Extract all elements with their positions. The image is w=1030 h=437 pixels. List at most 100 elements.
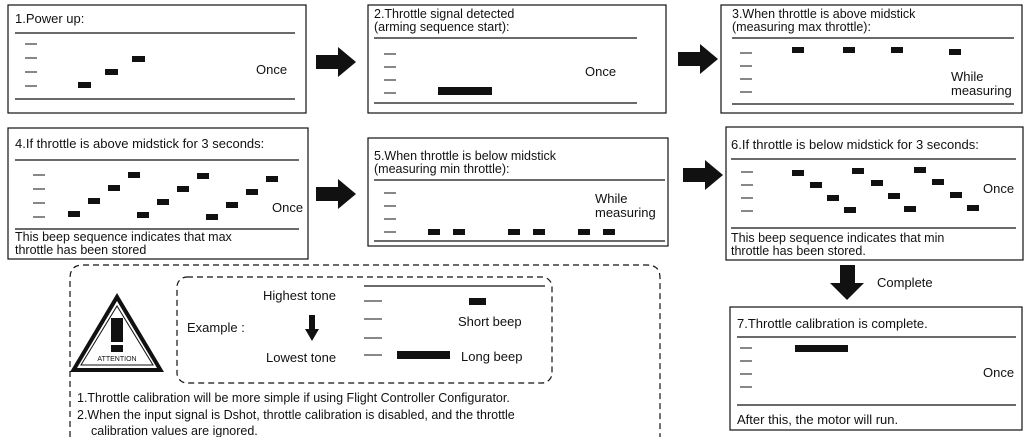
beep bbox=[197, 173, 209, 179]
example-label: Example : bbox=[187, 320, 245, 335]
step-3-frame bbox=[720, 4, 1023, 114]
beep bbox=[108, 185, 120, 191]
step-3-title-line-1: 3.When throttle is above midstick bbox=[732, 7, 916, 21]
step-1-once-label: Once bbox=[256, 62, 287, 77]
step-3-beeps bbox=[792, 47, 961, 55]
step-3-title-line-2: (measuring max throttle): bbox=[732, 20, 871, 34]
step-6-tone-ticks bbox=[741, 171, 753, 212]
note-line-2: 2.When the input signal is Dshot, thrott… bbox=[77, 408, 515, 422]
step-3-while-label: While bbox=[951, 69, 984, 84]
beep bbox=[949, 49, 961, 55]
beep bbox=[206, 214, 218, 220]
beep bbox=[105, 69, 118, 75]
step-3-measuring-label: measuring bbox=[951, 83, 1012, 98]
dashed-outer-frame bbox=[69, 264, 661, 437]
step-6-title: 6.If throttle is below midstick for 3 se… bbox=[731, 137, 979, 152]
long-beep-sample bbox=[397, 351, 450, 359]
long-beep bbox=[438, 87, 492, 95]
beep bbox=[891, 47, 903, 53]
beep bbox=[453, 229, 465, 235]
step-4-title: 4.If throttle is above midstick for 3 se… bbox=[15, 136, 264, 151]
beep bbox=[78, 82, 91, 88]
beep bbox=[810, 182, 822, 188]
arrow-right-icon bbox=[316, 179, 356, 209]
step-7-title: 7.Throttle calibration is complete. bbox=[737, 316, 928, 331]
long-beep bbox=[795, 345, 848, 352]
beep bbox=[914, 167, 926, 173]
step-1-power-up: 1.Power up: Once bbox=[7, 4, 307, 114]
step-5-measuring-label: measuring bbox=[595, 205, 656, 220]
step-1-title: 1.Power up: bbox=[15, 11, 84, 26]
short-beep-sample bbox=[469, 298, 486, 305]
beep bbox=[852, 168, 864, 174]
note-line-3: calibration values are ignored. bbox=[91, 424, 258, 437]
beep bbox=[827, 195, 839, 201]
arrow-right-icon bbox=[678, 44, 718, 74]
arrow-right-icon bbox=[316, 47, 356, 77]
step-6-min-stored: 6.If throttle is below midstick for 3 se… bbox=[725, 126, 1024, 261]
beep bbox=[932, 179, 944, 185]
step-1-frame bbox=[7, 4, 307, 114]
lowest-tone-label: Lowest tone bbox=[266, 350, 336, 365]
beep bbox=[428, 229, 440, 235]
complete-label: Complete bbox=[877, 275, 933, 290]
beep bbox=[137, 212, 149, 218]
step-5-measuring-min: 5.When throttle is below midstick (measu… bbox=[367, 137, 669, 247]
legend-notes-panel: ATTENTION Example : Highest tone Lowest … bbox=[69, 264, 661, 437]
attention-text: ATTENTION bbox=[97, 356, 136, 363]
note-line-1: 1.Throttle calibration will be more simp… bbox=[77, 391, 510, 405]
beep bbox=[843, 47, 855, 53]
step-7-once-label: Once bbox=[983, 365, 1014, 380]
step-3-tone-ticks bbox=[740, 52, 752, 93]
beep bbox=[88, 198, 100, 204]
arrow-down-icon bbox=[305, 329, 319, 341]
step-6-caption-line-1: This beep sequence indicates that min bbox=[731, 231, 944, 245]
beep bbox=[157, 199, 169, 205]
beep bbox=[950, 192, 962, 198]
step-5-title-line-1: 5.When throttle is below midstick bbox=[374, 149, 557, 163]
arrow-down-shaft bbox=[309, 315, 315, 330]
step-7-tone-ticks bbox=[740, 347, 752, 388]
step-2-title-line-1: 2.Throttle signal detected bbox=[374, 7, 514, 21]
beep bbox=[578, 229, 590, 235]
beep bbox=[246, 189, 258, 195]
beep bbox=[844, 207, 856, 213]
step-1-tone-ticks bbox=[25, 43, 37, 87]
beep bbox=[904, 206, 916, 212]
step-4-caption-line-2: throttle has been stored bbox=[15, 243, 146, 257]
step-2-arming: 2.Throttle signal detected (arming seque… bbox=[367, 4, 667, 114]
beep bbox=[177, 186, 189, 192]
step-2-title-line-2: (arming sequence start): bbox=[374, 20, 509, 34]
step-5-tone-ticks bbox=[384, 192, 396, 233]
step-6-beeps bbox=[792, 167, 979, 213]
step-7-complete: 7.Throttle calibration is complete. Once… bbox=[729, 306, 1023, 431]
short-beep-label: Short beep bbox=[458, 314, 522, 329]
beep bbox=[68, 211, 80, 217]
arrow-right-icon bbox=[683, 160, 723, 190]
beep bbox=[508, 229, 520, 235]
step-4-caption-line-1: This beep sequence indicates that max bbox=[15, 230, 233, 244]
step-5-beeps bbox=[428, 229, 615, 235]
highest-tone-label: Highest tone bbox=[263, 288, 336, 303]
step-4-beeps bbox=[68, 172, 278, 220]
step-5-while-label: While bbox=[595, 191, 628, 206]
beep bbox=[266, 176, 278, 182]
step-4-frame bbox=[7, 127, 309, 260]
beep bbox=[792, 170, 804, 176]
step-7-caption: After this, the motor will run. bbox=[737, 412, 898, 427]
step-4-tone-ticks bbox=[33, 174, 45, 218]
step-2-frame bbox=[367, 4, 667, 114]
long-beep-label: Long beep bbox=[461, 349, 522, 364]
beep bbox=[533, 229, 545, 235]
step-6-once-label: Once bbox=[983, 181, 1014, 196]
step-4-max-stored: 4.If throttle is above midstick for 3 se… bbox=[7, 127, 309, 260]
beep bbox=[792, 47, 804, 53]
step-7-frame bbox=[729, 306, 1023, 431]
beep bbox=[967, 205, 979, 211]
beep bbox=[888, 193, 900, 199]
step-4-once-label: Once bbox=[272, 200, 303, 215]
step-6-frame bbox=[725, 126, 1024, 261]
step-3-measuring-max: 3.When throttle is above midstick (measu… bbox=[720, 4, 1023, 114]
beep bbox=[128, 172, 140, 178]
